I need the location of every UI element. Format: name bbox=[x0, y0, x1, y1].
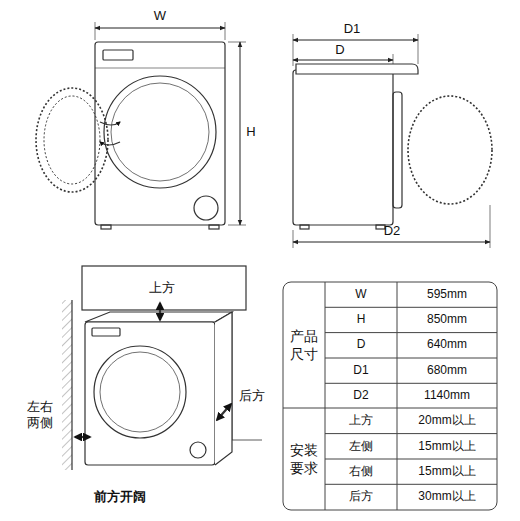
install-view bbox=[62, 266, 262, 470]
table-cell: 595mm bbox=[427, 288, 467, 302]
dimension-label: D bbox=[335, 43, 344, 58]
front-view-part bbox=[194, 196, 218, 220]
table-cell: 15mm以上 bbox=[418, 440, 475, 454]
dimension-line-part bbox=[240, 42, 241, 225]
dimension-label: W bbox=[154, 9, 166, 24]
dimension-line-part bbox=[293, 230, 294, 248]
install-view-part bbox=[85, 322, 215, 465]
install-view-part bbox=[100, 352, 180, 432]
install-view-part bbox=[71, 300, 72, 470]
table-cell: 20mm以上 bbox=[418, 414, 475, 428]
spec-table-part bbox=[325, 282, 326, 510]
dimension-line-part bbox=[293, 34, 294, 66]
dimension-line-part bbox=[225, 22, 226, 40]
install-view-part bbox=[217, 404, 231, 420]
table-cell: 左侧 bbox=[349, 440, 373, 454]
table-cell: D bbox=[357, 338, 366, 352]
install-view-part bbox=[62, 300, 72, 470]
table-group-heading: 产品 尺寸 bbox=[289, 327, 318, 363]
clearance-label: 左右 两侧 bbox=[26, 399, 55, 432]
table-cell: 680mm bbox=[427, 364, 467, 378]
table-cell: 后方 bbox=[349, 490, 373, 504]
table-cell: 15mm以上 bbox=[418, 465, 475, 479]
table-cell: H bbox=[357, 313, 366, 327]
side-view-part bbox=[376, 225, 385, 229]
table-cell: 640mm bbox=[427, 338, 467, 352]
front-view-part bbox=[100, 142, 120, 145]
clearance-label: 前方开阔 bbox=[94, 490, 146, 505]
install-view-part bbox=[82, 266, 246, 310]
side-view-part bbox=[393, 92, 402, 208]
table-cell: D1 bbox=[353, 364, 368, 378]
table-group-heading: 安装 要求 bbox=[289, 441, 318, 477]
install-view-part bbox=[75, 436, 90, 438]
front-view-part bbox=[36, 88, 108, 192]
front-view-part bbox=[95, 68, 225, 69]
spec-table-part bbox=[283, 408, 497, 409]
spec-table-part bbox=[325, 383, 497, 384]
front-view-part bbox=[44, 96, 100, 184]
spec-table-part bbox=[283, 282, 497, 510]
dimension-line-part bbox=[293, 242, 490, 243]
install-view-part bbox=[190, 442, 206, 458]
install-view-part bbox=[92, 328, 120, 336]
table-cell: 上方 bbox=[349, 414, 373, 428]
spec-table-part bbox=[397, 282, 398, 510]
table-cell: 30mm以上 bbox=[418, 490, 475, 504]
dimension-label: D1 bbox=[344, 22, 361, 37]
spec-table-part bbox=[325, 484, 497, 485]
dimension-line-part bbox=[293, 40, 418, 41]
table-cell: W bbox=[355, 288, 366, 302]
spec-table-part bbox=[325, 459, 497, 460]
install-view-part bbox=[215, 312, 232, 465]
front-view-part bbox=[209, 225, 219, 229]
spec-table-part bbox=[325, 332, 497, 333]
dimension-line-part bbox=[228, 42, 246, 43]
dimension-line-part bbox=[228, 225, 246, 226]
dimension-label: D2 bbox=[384, 224, 401, 239]
dimension-line bbox=[95, 22, 490, 248]
clearance-label: 后方 bbox=[239, 389, 265, 404]
side-view bbox=[293, 64, 492, 229]
side-view-part bbox=[300, 225, 309, 229]
front-view-part bbox=[103, 50, 133, 60]
install-view-part bbox=[85, 312, 232, 322]
dimension-line-part bbox=[418, 34, 419, 64]
spec-table-part bbox=[325, 307, 497, 308]
table-cell: 850mm bbox=[427, 313, 467, 327]
side-view-part bbox=[408, 96, 492, 204]
table-cell: D2 bbox=[353, 389, 368, 403]
dimension-label: H bbox=[246, 125, 255, 140]
front-view-part bbox=[111, 83, 209, 181]
table-cell: 1140mm bbox=[424, 389, 470, 403]
side-view-part bbox=[293, 70, 393, 225]
install-view-part bbox=[159, 303, 161, 320]
front-view-part bbox=[104, 76, 216, 188]
front-view bbox=[36, 42, 225, 229]
clearance-label: 上方 bbox=[149, 281, 175, 296]
install-view-part bbox=[232, 312, 262, 440]
spec-table-part bbox=[325, 358, 497, 359]
dimension-line-part bbox=[95, 28, 225, 29]
spec-table bbox=[283, 282, 497, 510]
side-view-part bbox=[296, 64, 418, 74]
table-cell: 右侧 bbox=[349, 465, 373, 479]
front-view-part bbox=[95, 42, 225, 225]
front-view-part bbox=[100, 122, 120, 125]
dimension-line-part bbox=[95, 22, 96, 40]
dimension-line-part bbox=[293, 60, 393, 61]
spec-table-part bbox=[325, 433, 497, 434]
front-view-part bbox=[101, 225, 111, 229]
dimension-line-part bbox=[490, 205, 491, 248]
install-view-part bbox=[94, 346, 186, 438]
